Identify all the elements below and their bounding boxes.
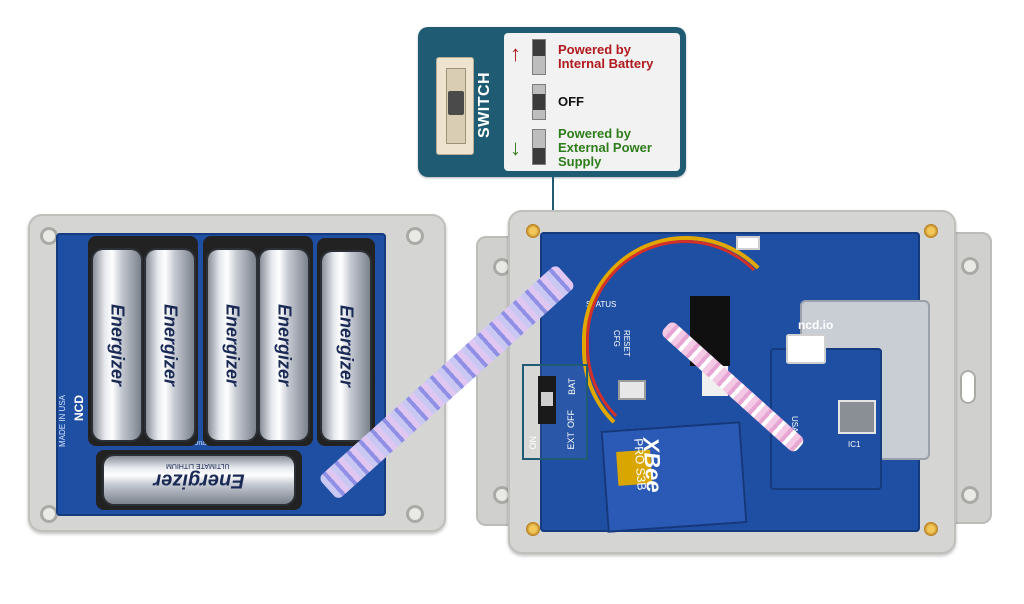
state-off: OFF	[504, 82, 680, 122]
switch-illustration	[436, 57, 474, 155]
screw-hole	[493, 486, 511, 504]
screw-hole	[40, 505, 58, 523]
battery-brand: Energizer	[274, 303, 295, 387]
battery: Energizer ULTIMATE LITHIUM	[104, 456, 294, 504]
switch-middle-icon	[532, 84, 546, 120]
connector	[786, 334, 826, 364]
switch-label-bat: BAT	[567, 378, 577, 395]
battery-brand: Energizer	[222, 303, 243, 387]
wire-connector	[736, 236, 760, 250]
brass-insert	[526, 522, 540, 536]
switch-states-panel: ↑ Powered by Internal Battery OFF ↓ Powe…	[504, 33, 680, 171]
state-battery-line1: Powered by	[558, 42, 631, 57]
switch-label-on: ON	[528, 436, 538, 450]
up-arrow-icon: ↑	[510, 41, 521, 66]
yellow-wire	[582, 236, 790, 454]
state-external-line1: Powered by	[558, 126, 631, 141]
battery-brand: Energizer	[160, 303, 181, 387]
pcb-logo: NCD	[72, 395, 86, 421]
state-internal-battery: ↑ Powered by Internal Battery	[504, 37, 680, 77]
switch-down-icon	[532, 129, 546, 165]
battery-subtitle: ULTIMATE LITHIUM	[166, 462, 230, 469]
switch-label-off: OFF	[566, 410, 576, 428]
brass-insert	[526, 224, 540, 238]
pcb-label-ic1: IC1	[848, 440, 861, 449]
screw-hole	[493, 258, 511, 276]
brass-insert	[924, 224, 938, 238]
battery: Energizer	[208, 250, 256, 440]
board-switch-knob[interactable]	[541, 392, 553, 406]
switch-label-ext: EXT	[566, 432, 576, 450]
screw-hole	[406, 227, 424, 245]
mounting-slot	[960, 370, 976, 404]
sensor-chip	[838, 400, 876, 434]
screw-hole	[961, 486, 979, 504]
battery: Energizer	[93, 250, 141, 440]
board-switch[interactable]	[538, 376, 556, 424]
switch-label: SWITCH	[476, 71, 493, 139]
battery-brand: Energizer	[153, 469, 245, 492]
battery: Energizer	[146, 250, 194, 440]
screw-hole	[406, 505, 424, 523]
brand-label: ncd.io	[798, 318, 834, 332]
state-battery-line2: Internal Battery	[558, 56, 654, 71]
state-external-power: ↓ Powered by External Power Supply	[504, 126, 680, 169]
screw-hole	[40, 227, 58, 245]
battery-brand: Energizer	[336, 304, 357, 388]
battery: Energizer	[322, 252, 370, 440]
pcb-label-usa: USA	[790, 416, 799, 433]
brass-insert	[924, 522, 938, 536]
state-external-line2: External Power	[558, 140, 652, 155]
screw-hole	[961, 257, 979, 275]
state-off-label: OFF	[558, 94, 584, 109]
battery-brand: Energizer	[107, 303, 128, 387]
state-external-line3: Supply	[558, 154, 602, 169]
switch-callout: SWITCH ↑ Powered by Internal Battery OFF…	[418, 27, 686, 177]
red-wire	[586, 240, 784, 446]
switch-up-icon	[532, 39, 546, 75]
down-arrow-icon: ↓	[510, 135, 521, 160]
battery: Energizer	[260, 250, 308, 440]
pcb-made-in-usa: MADE IN USA	[58, 395, 67, 448]
